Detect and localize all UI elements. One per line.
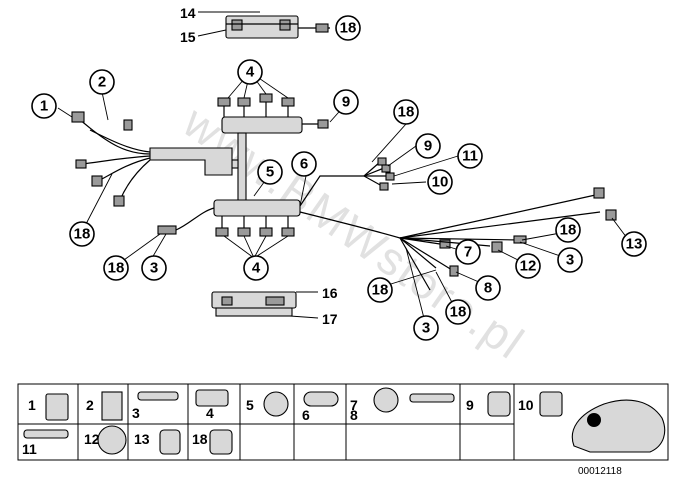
callout-13-a: 13 (621, 231, 647, 257)
left-harness (57, 91, 233, 225)
legend-num-7: 7 (350, 397, 358, 413)
svg-text:9: 9 (342, 94, 350, 111)
callout-12-a: 12 (515, 253, 541, 279)
legend-num-9: 9 (466, 397, 474, 413)
legend-num-8: 8 (350, 407, 358, 423)
callout-3-b: 3 (557, 247, 583, 273)
svg-text:6: 6 (300, 156, 308, 173)
svg-text:4: 4 (246, 64, 255, 81)
top-module (197, 11, 330, 39)
legend-num-13: 13 (134, 431, 150, 447)
svg-text:3: 3 (422, 320, 430, 337)
lower-rail (123, 173, 301, 261)
callout-18-top: 18 (335, 15, 361, 41)
svg-text:10: 10 (432, 174, 449, 191)
callout-7-a: 7 (455, 239, 481, 265)
svg-text:2: 2 (98, 74, 106, 91)
callout-15: 15 (180, 29, 196, 45)
car-location-marker (587, 413, 601, 427)
callout-18-g: 18 (445, 299, 471, 325)
svg-text:12: 12 (520, 258, 537, 275)
svg-text:3: 3 (566, 252, 574, 269)
legend-num-11: 11 (22, 441, 37, 457)
reference-number: 00012118 (578, 466, 622, 477)
callout-18-d: 18 (103, 255, 129, 281)
svg-text:9: 9 (424, 138, 432, 155)
svg-text:18: 18 (450, 304, 467, 321)
callout-9-b: 9 (415, 133, 441, 159)
callout-14: 14 (180, 5, 196, 21)
svg-text:13: 13 (626, 236, 643, 253)
right-harness (299, 187, 631, 327)
callout-3-c: 3 (413, 315, 439, 341)
parts-legend: 1 2 3 4 5 6 7 8 9 10 11 12 13 18 (17, 383, 669, 461)
callout-1: 1 (31, 93, 57, 119)
svg-text:18: 18 (74, 226, 91, 243)
callout-11-a: 11 (457, 143, 483, 169)
callout-10-a: 10 (427, 169, 453, 195)
svg-text:7: 7 (464, 244, 472, 261)
callout-18-c: 18 (69, 221, 95, 247)
callout-18-f: 18 (367, 277, 393, 303)
svg-text:18: 18 (372, 282, 389, 299)
callout-8-a: 8 (475, 275, 501, 301)
svg-text:3: 3 (150, 260, 158, 277)
svg-text:11: 11 (462, 148, 478, 165)
callout-4-bottom: 4 (243, 255, 269, 281)
callout-9-a: 9 (333, 89, 359, 115)
upper-rail (217, 71, 347, 134)
svg-text:5: 5 (266, 164, 274, 181)
callout-2: 2 (89, 69, 115, 95)
callout-3-a: 3 (141, 255, 167, 281)
legend-num-3: 3 (132, 405, 140, 421)
callout-4-top: 4 (237, 59, 263, 85)
legend-num-12: 12 (84, 431, 100, 447)
svg-text:4: 4 (252, 260, 261, 277)
svg-text:1: 1 (40, 98, 48, 115)
callout-18-e: 18 (555, 217, 581, 243)
svg-text:8: 8 (484, 280, 492, 297)
bottom-module (211, 291, 319, 319)
callout-5-a: 5 (257, 159, 283, 185)
svg-text:18: 18 (398, 104, 415, 121)
legend-num-5: 5 (246, 397, 254, 413)
callout-17: 17 (322, 311, 338, 327)
callout-16: 16 (322, 285, 338, 301)
svg-text:18: 18 (108, 260, 125, 277)
legend-num-6: 6 (302, 407, 310, 423)
svg-text:18: 18 (560, 222, 577, 239)
legend-num-10: 10 (518, 397, 534, 413)
legend-num-1: 1 (28, 397, 36, 413)
svg-text:18: 18 (340, 20, 357, 37)
legend-num-4: 4 (206, 405, 214, 421)
legend-num-2: 2 (86, 397, 94, 413)
callout-6-a: 6 (291, 151, 317, 177)
legend-num-18: 18 (192, 431, 208, 447)
callout-18-b: 18 (393, 99, 419, 125)
right-upper-branch (299, 123, 459, 207)
